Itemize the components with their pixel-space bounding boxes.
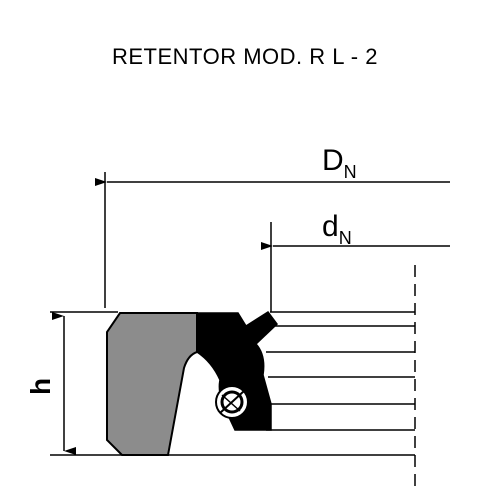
inner-diameter-label: dN bbox=[322, 210, 352, 248]
diagram-title: RETENTOR MOD. R L - 2 bbox=[112, 44, 378, 69]
outer-diameter-label: DN bbox=[322, 144, 357, 182]
height-dimension: h bbox=[25, 311, 118, 456]
inner-diameter-dimension: dN bbox=[261, 210, 450, 312]
seal-body bbox=[106, 312, 198, 456]
garter-spring bbox=[215, 385, 249, 419]
height-label: h bbox=[25, 378, 56, 395]
outer-diameter-dimension: DN bbox=[95, 144, 450, 308]
